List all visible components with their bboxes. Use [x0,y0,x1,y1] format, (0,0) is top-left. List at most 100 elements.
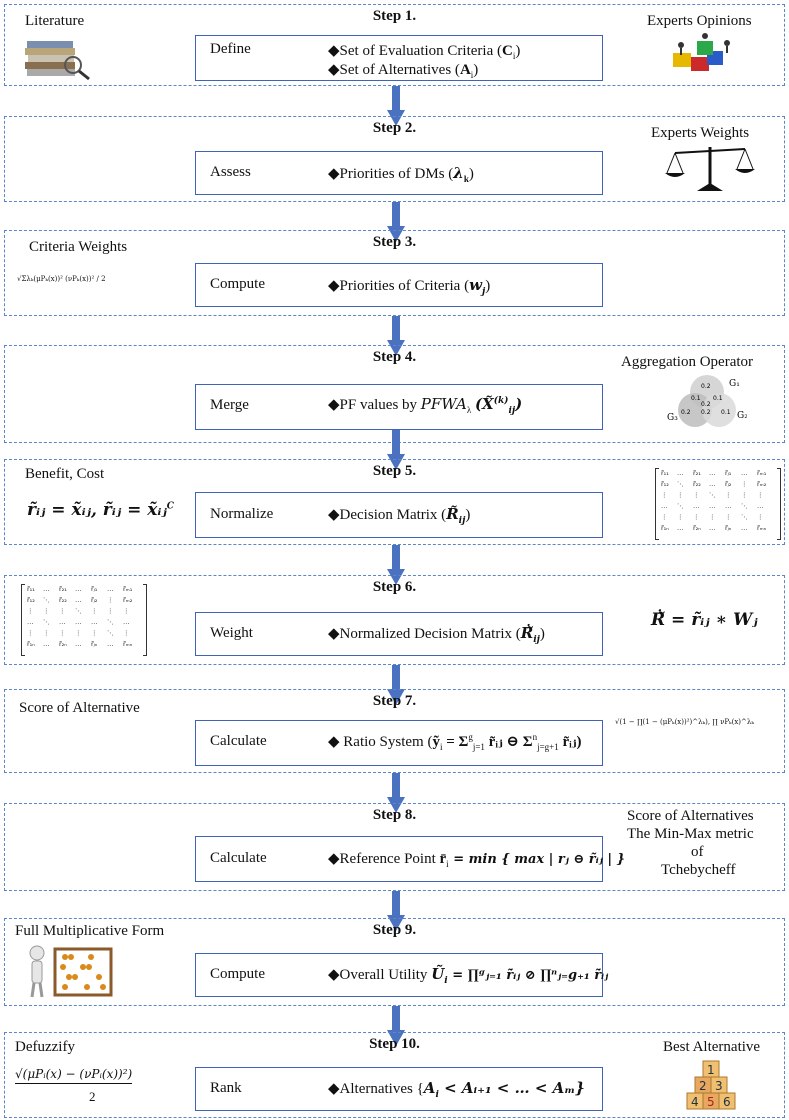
step-item-2: ◆Set of Alternatives (Ai) [328,62,479,80]
abacus-person-icon [25,943,115,1004]
step-9-stage: Step 9. Full Multiplicative Form Compute… [4,918,785,1006]
step-verb: Calculate [210,850,267,866]
matrix-cell: … [677,524,684,532]
matrix-cell: ⋮ [757,513,764,521]
step-verb: Weight [210,625,253,641]
item-math: w [469,276,483,294]
item-math: A [459,62,471,78]
down-arrow-icon [387,891,405,931]
step-item: ◆Priorities of DMs (λk) [328,164,474,184]
formula-sub: j=1 [472,742,485,752]
matrix-row: ⋮⋮⋮⋱⋮⋮⋮ [661,490,781,501]
item-math: ỹ [432,734,440,750]
matrix-cell: … [741,469,748,477]
item-math: PFWA [420,395,467,413]
step-4-box: Merge ◆PF values by PFWAλ (X̃(k)ij) [195,384,603,430]
defuzzify-numerator: √(μPᵢ(x) − (νPᵢ(x))²) [15,1067,133,1084]
step-6-box: Weight ◆Normalized Decision Matrix (Ṙ̃ij… [195,612,603,656]
item-sub: ij [533,635,540,645]
formula-part: = Σ [442,734,469,750]
matrix-cell: … [709,469,716,477]
matrix-cell: ⋮ [27,629,34,637]
normalization-formula: r̃ᵢⱼ = x̃ᵢⱼ, r̃ᵢⱼ = x̃ᵢⱼC [27,500,174,520]
matrix-cell: ⋮ [59,629,66,637]
formula-sup: C [166,501,174,512]
right-label-line-2: The Min-Max metric [627,826,754,842]
step-title: Step 2. [372,120,417,136]
matrix-row: …⋱………⋱… [27,617,147,628]
right-label-line-4: Tchebycheff [661,862,736,878]
item-math: A [423,1079,436,1097]
step-7-stage: Step 7. Score of Alternative √(1 − ∏(1 −… [4,689,785,773]
matrix-cell: … [709,480,716,488]
svg-text:4: 4 [691,1095,699,1109]
right-label: Experts Weights [651,125,750,141]
matrix-cell: r̃₂₂ [59,596,67,604]
matrix-cell: ⋱ [43,618,50,626]
item-text: ◆Normalized Decision Matrix ( [328,626,521,642]
matrix-cell: ⋮ [741,491,748,499]
venn-g1: G₁ [729,379,740,389]
step-verb: Assess [210,164,251,180]
matrix-cell: ⋮ [43,629,50,637]
step-verb: Define [210,41,251,57]
step-item: ◆Reference Point r̄i = min { max | rⱼ ⊖ … [328,849,625,869]
step-item: ◆Alternatives {Ai < Aᵢ₊₁ < … < Aₘ} [328,1079,585,1100]
matrix-row: ⋮⋮⋮⋮⋮⋱⋮ [661,512,781,523]
books-icon [23,33,93,86]
step-item: ◆Overall Utility Ũi = ∏ᵍⱼ₌₁ ṙ̃ᵢⱼ ⊘ ∏ⁿⱼ₌g… [328,965,608,986]
down-arrow-icon [387,202,405,242]
step-title: Step 6. [372,579,417,595]
matrix-row: ⋮⋮⋮⋮⋮⋱⋮ [27,628,147,639]
matrix-cell: r̃₁ₙ [661,524,669,532]
number-blocks-icon: 1 2 3 4 5 6 [685,1059,741,1118]
criteria-weight-formula: √Σλₖ(μPₖ(x))² (νPₖ(x))² / 2 [17,275,106,283]
step-item: ◆Decision Matrix (R̃ij) [328,505,471,526]
matrix-cell: r̃ₘ₁ [123,585,133,593]
formula-sup: (k) [493,396,509,406]
step-1-box: Define ◆Set of Evaluation Criteria (Ci) … [195,35,603,81]
matrix-cell: … [693,502,700,510]
matrix-cell: … [123,618,130,626]
matrix-row: ⋮⋮⋮⋱⋮⋮⋮ [27,606,147,617]
svg-text:3: 3 [715,1079,723,1093]
matrix-cell: … [43,640,50,648]
item-text: ◆ Ratio System ( [328,734,433,750]
left-label: Score of Alternative [19,700,140,716]
formula-part: < Aᵢ₊₁ < … < Aₘ} [438,1079,585,1097]
step-title: Step 7. [372,693,417,709]
defuzzify-denominator: 2 [89,1089,96,1104]
matrix-cell: ⋮ [75,629,82,637]
matrix-cell: ⋮ [725,491,732,499]
matrix-row: r̃₁ₙ…r̃₂ₙ…r̃ⱼₙ…r̃ₘₙ [27,639,147,650]
right-label-line-1: Score of Alternatives [627,808,754,824]
step-item: ◆Normalized Decision Matrix (Ṙ̃ij) [328,624,545,645]
matrix-cell: r̃ⱼ₁ [725,469,732,477]
matrix-cell: … [75,596,82,604]
matrix-cell: r̃₂₁ [59,585,67,593]
matrix-cell: ⋮ [693,491,700,499]
step-5-stage: Step 5. Benefit, Cost r̃ᵢⱼ = x̃ᵢⱼ, r̃ᵢⱼ … [4,459,785,545]
venn-g3: G₃ [667,413,678,423]
matrix-cell: r̃ⱼ₂ [725,480,732,488]
matrix-cell: … [75,618,82,626]
matrix-cell: … [91,618,98,626]
matrix-cell: ⋱ [107,618,114,626]
step-8-box: Calculate ◆Reference Point r̄i = min { m… [195,836,625,882]
matrix-cell: r̃ⱼₙ [725,524,732,532]
step-1-stage: Step 1. Literature Experts Opinions Defi… [4,4,785,86]
venn-val-3: 0.1 [713,395,723,402]
matrix-cell: ⋮ [661,491,668,499]
matrix-cell: r̃₂₁ [693,469,701,477]
down-arrow-icon [387,665,405,705]
item-sub: i [512,51,516,61]
step-title: Step 9. [372,922,417,938]
matrix-cell: r̃₁ₙ [27,640,35,648]
matrix-cell: … [661,502,668,510]
item-text: ◆Decision Matrix ( [328,507,447,523]
matrix-row: r̃₁₂⋱r̃₂₂…r̃ⱼ₂⋮r̃ₘ₂ [27,595,147,606]
right-label: Aggregation Operator [621,354,754,370]
matrix-cell: ⋱ [709,491,716,499]
svg-text:6: 6 [723,1095,731,1109]
